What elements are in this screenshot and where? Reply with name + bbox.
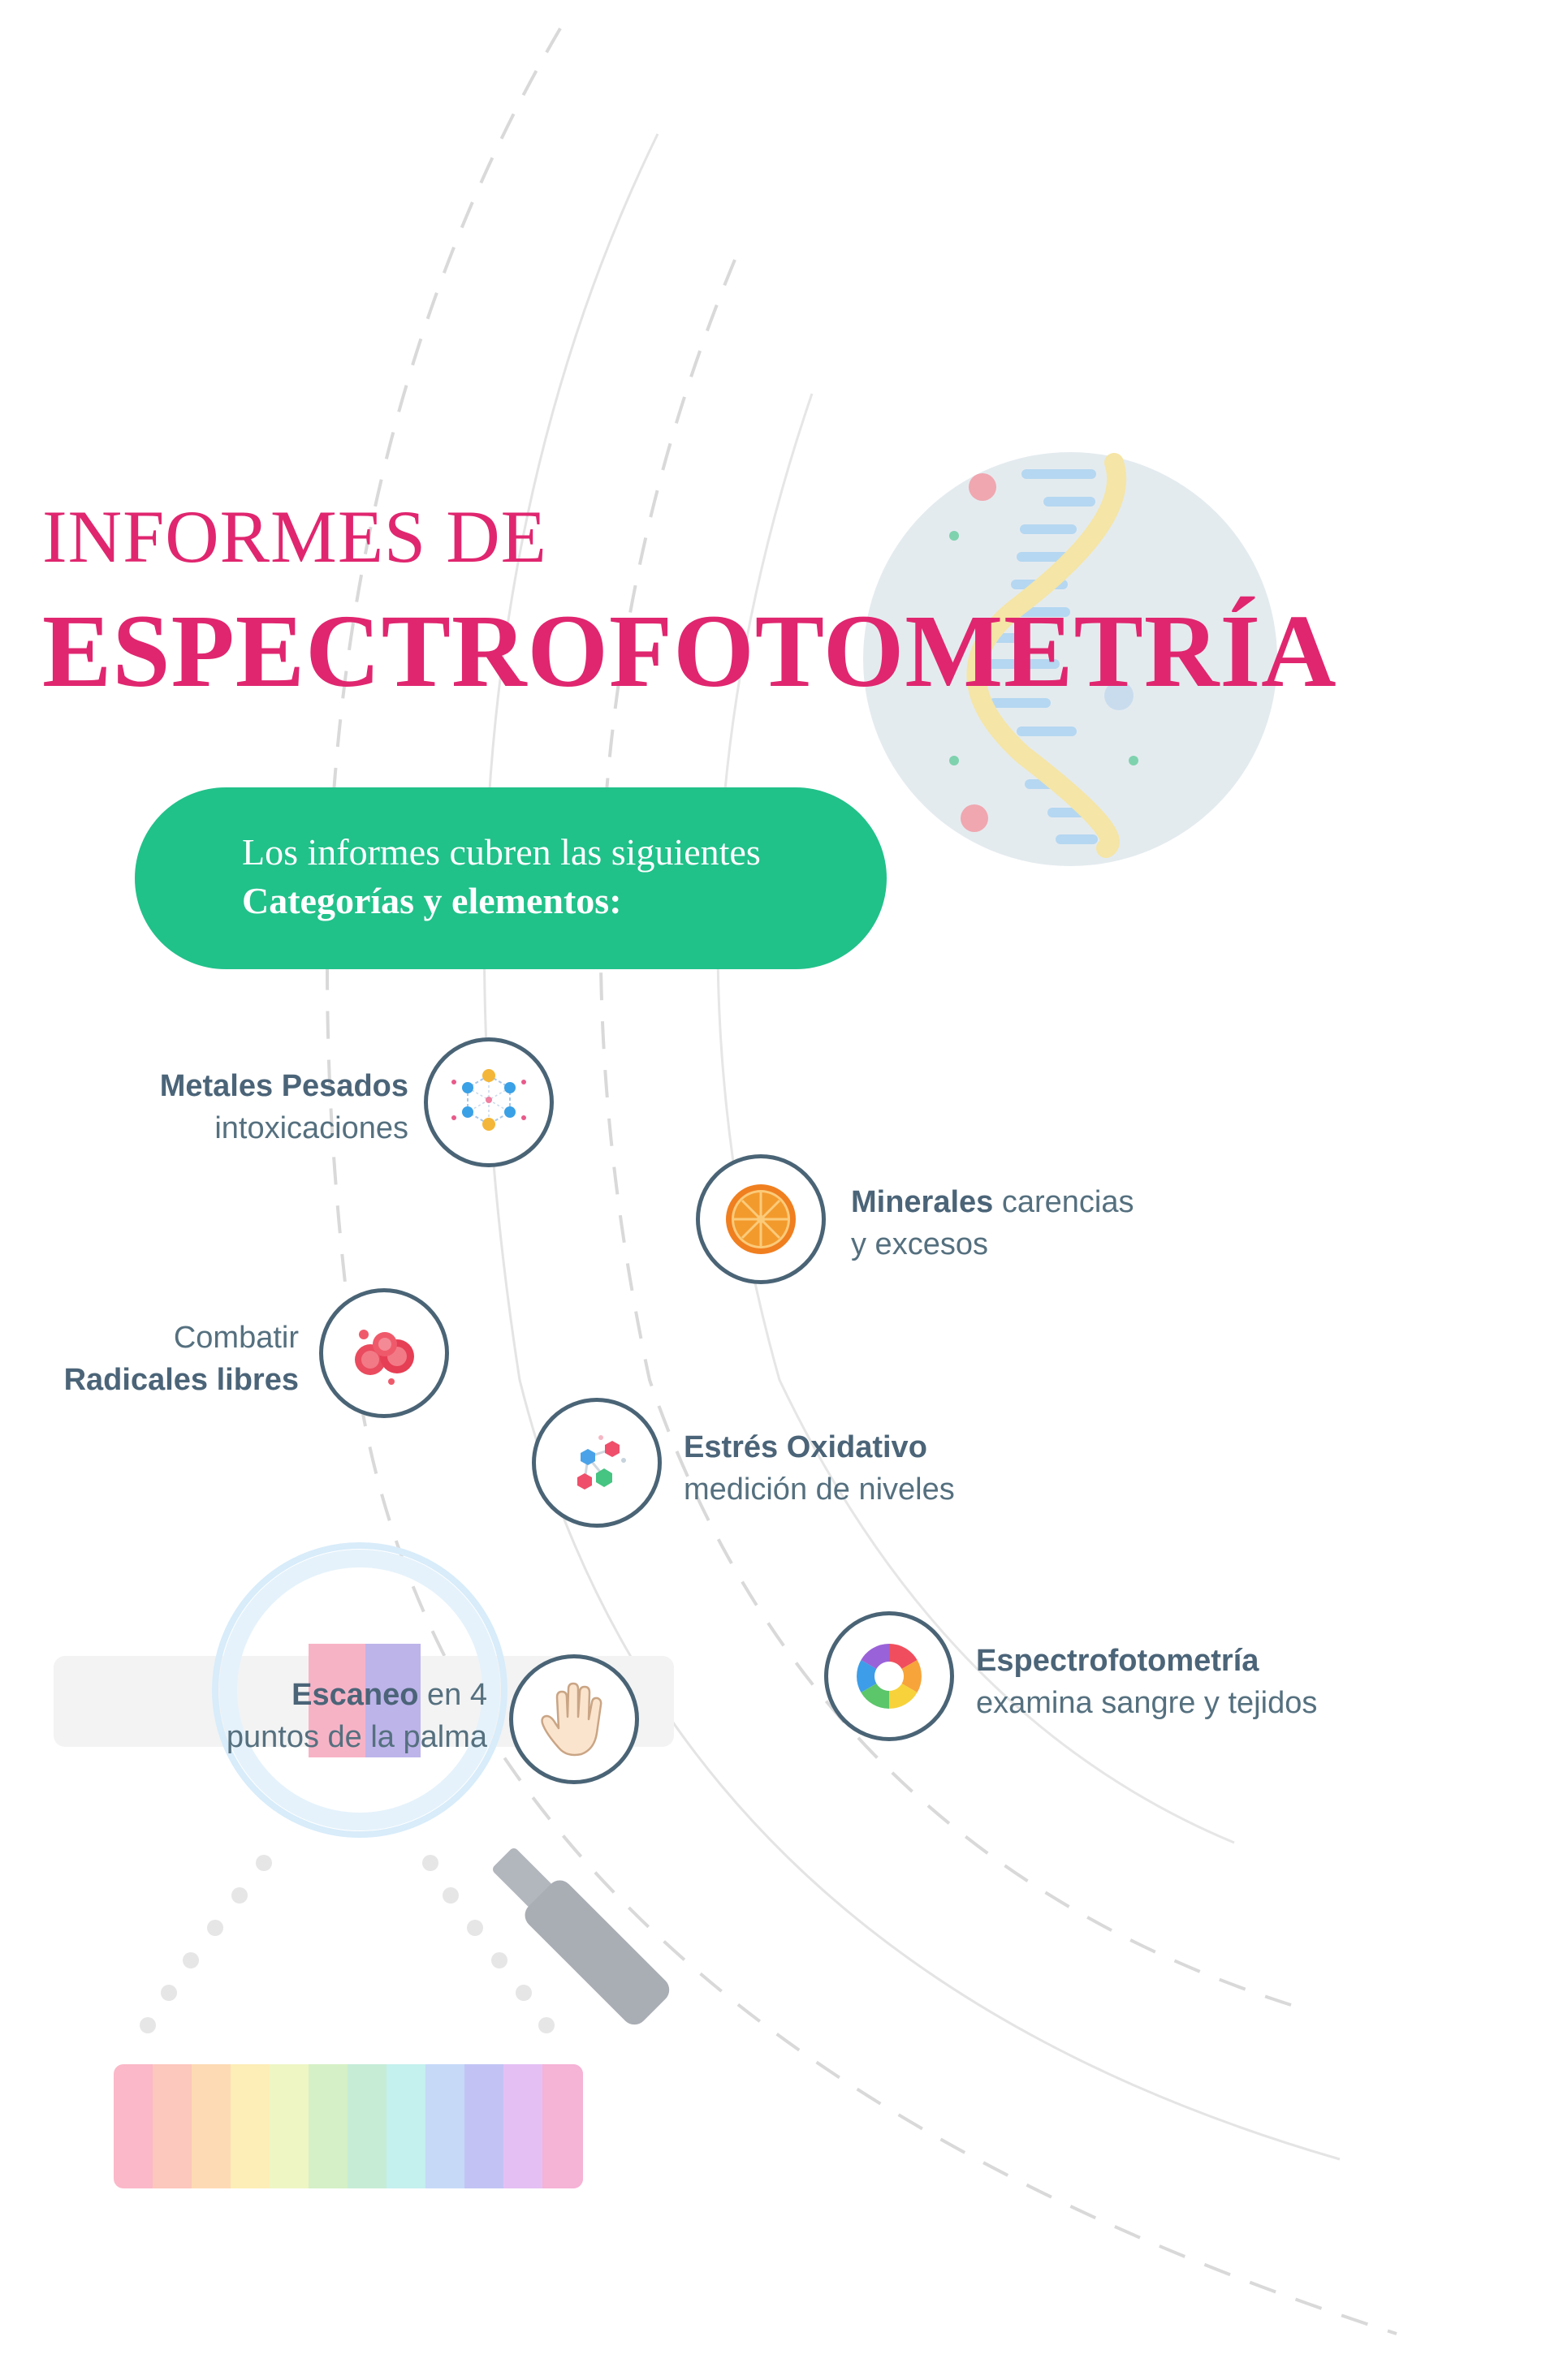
color-wheel-icon — [824, 1611, 954, 1741]
item-minerals-text: carencias — [1001, 1185, 1134, 1219]
thin-arc-3 — [716, 393, 1235, 1844]
item-heavy-metals-label: Metales Pesados intoxicaciones — [160, 1065, 408, 1149]
orange-slice-icon — [696, 1154, 826, 1284]
dna-illustration — [863, 452, 1277, 866]
intro-line-2: Categorías y elementos: — [242, 880, 622, 921]
item-scan-text2: puntos de la palma — [226, 1720, 487, 1754]
title-line-1: INFORMES DE — [42, 495, 547, 578]
item-scan-text: en 4 — [427, 1678, 487, 1712]
title-line-2: ESPECTROFOTOMETRÍA — [42, 593, 1337, 709]
item-oxidative-stress-text: medición de niveles — [684, 1472, 955, 1507]
magnifier-illustration — [54, 1542, 674, 2025]
hand-icon — [509, 1654, 639, 1784]
item-minerals-bold: Minerales — [851, 1185, 994, 1219]
item-scan-bold: Escaneo — [292, 1678, 419, 1712]
item-oxidative-stress-label: Estrés Oxidativo medición de niveles — [684, 1426, 955, 1511]
dotted-beams — [140, 1855, 555, 2033]
item-free-radicals-label: Combatir Radicales libres — [64, 1317, 299, 1401]
item-scan-label: Escaneo en 4 puntos de la palma — [227, 1674, 487, 1758]
red-cells-icon — [319, 1288, 449, 1418]
thin-arc-1 — [483, 133, 1341, 2161]
hexagon-molecule-icon — [532, 1398, 662, 1528]
item-heavy-metals-bold: Metales Pesados — [159, 1069, 408, 1103]
item-heavy-metals-text: intoxicaciones — [214, 1111, 408, 1145]
molecule-icon — [424, 1037, 554, 1167]
item-spectrophotometry-bold: Espectrofotometría — [976, 1644, 1259, 1678]
item-oxidative-stress-bold: Estrés Oxidativo — [684, 1430, 927, 1464]
spectrum-bar — [114, 2064, 583, 2188]
intro-pill: Los informes cubren las siguientes Categ… — [135, 787, 887, 969]
item-minerals-label: Minerales carencias y excesos — [851, 1181, 1134, 1265]
dashed-arc-2 — [598, 259, 1292, 2007]
item-spectrophotometry-label: Espectrofotometría examina sangre y teji… — [976, 1640, 1317, 1724]
item-minerals-text2: y excesos — [851, 1227, 988, 1261]
item-free-radicals-bold: Radicales libres — [63, 1363, 299, 1397]
item-spectrophotometry-text: examina sangre y tejidos — [976, 1686, 1318, 1720]
item-free-radicals-text: Combatir — [173, 1321, 299, 1355]
intro-line-1: Los informes cubren las siguientes — [242, 831, 761, 873]
